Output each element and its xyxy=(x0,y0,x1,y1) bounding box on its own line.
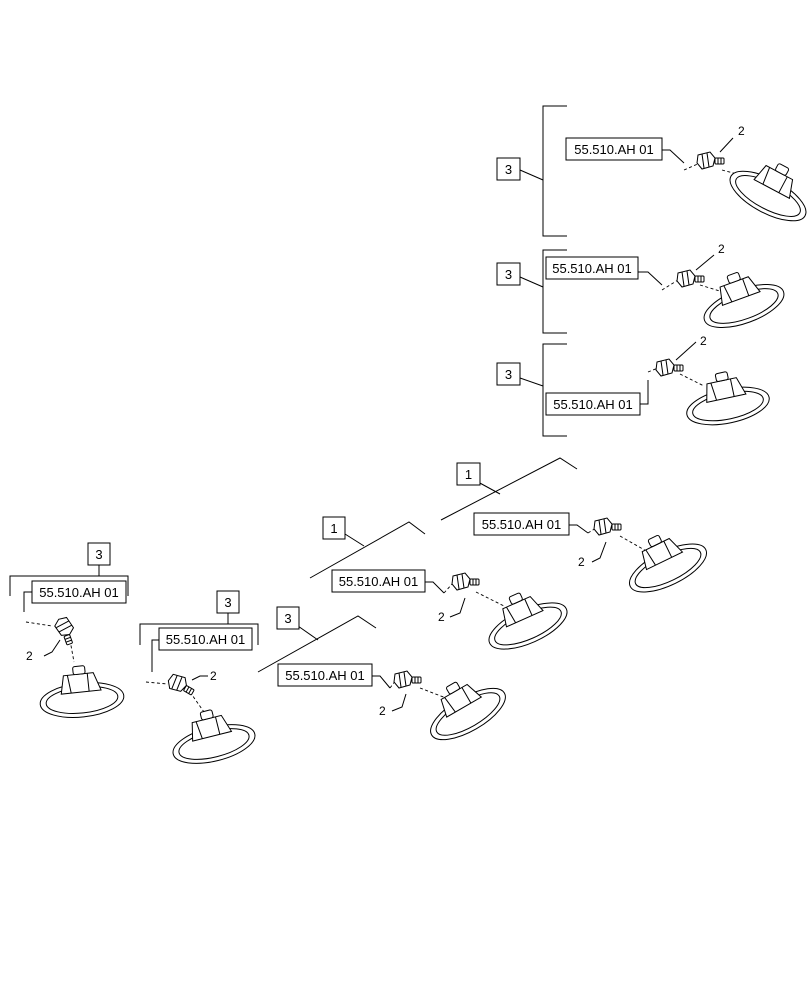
group-1-item-number: 2 xyxy=(738,124,745,138)
group-2-callout-number: 3 xyxy=(505,267,512,282)
group-3-callout-box xyxy=(496,362,521,386)
group-4-callout-number: 1 xyxy=(465,467,472,482)
group-4-reference-label: 55.510.AH 01 xyxy=(482,517,562,532)
group-7-reference-label: 55.510.AH 01 xyxy=(39,585,119,600)
group-2-callout-box xyxy=(496,262,521,286)
group-4-reference-box[interactable] xyxy=(473,512,570,536)
group-3-callout-number: 3 xyxy=(505,367,512,382)
group-3-item-number: 2 xyxy=(700,334,707,348)
lamp-group-8: 3 55.510.AH 01 2 xyxy=(139,590,260,772)
group-6-callout-box xyxy=(276,606,300,630)
group-3-bracket xyxy=(519,343,567,437)
group-6-bracket xyxy=(257,615,377,673)
lamp-group-4: 1 55.510.AH 01 2 xyxy=(440,457,714,603)
group-3-reference-label: 55.510.AH 01 xyxy=(553,397,633,412)
group-2-bracket xyxy=(519,249,567,334)
group-8-item-number: 2 xyxy=(210,669,217,683)
group-2-reference-label: 55.510.AH 01 xyxy=(552,261,632,276)
group-8-callout-number: 3 xyxy=(224,595,231,610)
group-5-reference-box[interactable] xyxy=(331,569,426,593)
lamp-group-2: 3 55.510.AH 01 2 xyxy=(496,242,790,337)
group-1-bracket xyxy=(519,105,567,237)
group-6-reference-box[interactable] xyxy=(277,663,373,687)
group-8-reference-label: 55.510.AH 01 xyxy=(166,632,246,647)
lamp-group-1: 3 55.510.AH 01 2 xyxy=(496,105,812,237)
group-4-bracket xyxy=(440,457,578,521)
group-8-bracket xyxy=(139,612,259,645)
group-5-callout-box xyxy=(322,516,346,540)
group-6-item-number: 2 xyxy=(379,704,386,718)
lamp-group-6: 3 55.510.AH 01 2 xyxy=(257,606,514,751)
group-5-bracket xyxy=(309,521,426,579)
group-5-reference-label: 55.510.AH 01 xyxy=(339,574,419,589)
group-4-callout-box xyxy=(456,462,481,486)
group-6-reference-label: 55.510.AH 01 xyxy=(285,668,365,683)
lamp-group-7: 3 55.510.AH 01 2 xyxy=(9,542,129,722)
lamp-group-5: 1 55.510.AH 01 2 xyxy=(309,516,574,660)
group-1-reference-label: 55.510.AH 01 xyxy=(574,142,654,157)
group-2-item-number: 2 xyxy=(718,242,725,256)
group-5-callout-number: 1 xyxy=(330,521,337,536)
lamp-group-3: 3 55.510.AH 01 2 xyxy=(496,334,774,437)
group-5-item-number: 2 xyxy=(438,610,445,624)
group-4-item-number: 2 xyxy=(578,555,585,569)
group-7-bracket xyxy=(9,564,129,596)
group-6-callout-number: 3 xyxy=(284,611,291,626)
group-8-callout-box xyxy=(216,590,240,614)
group-7-item-number: 2 xyxy=(26,649,33,663)
group-1-callout-number: 3 xyxy=(505,162,512,177)
group-2-reference-box[interactable] xyxy=(545,256,639,280)
group-7-callout-number: 3 xyxy=(95,547,102,562)
group-8-reference-box[interactable] xyxy=(158,627,253,651)
group-1-callout-box xyxy=(496,157,521,181)
group-7-callout-box xyxy=(87,542,111,566)
group-1-reference-box[interactable] xyxy=(565,137,663,161)
